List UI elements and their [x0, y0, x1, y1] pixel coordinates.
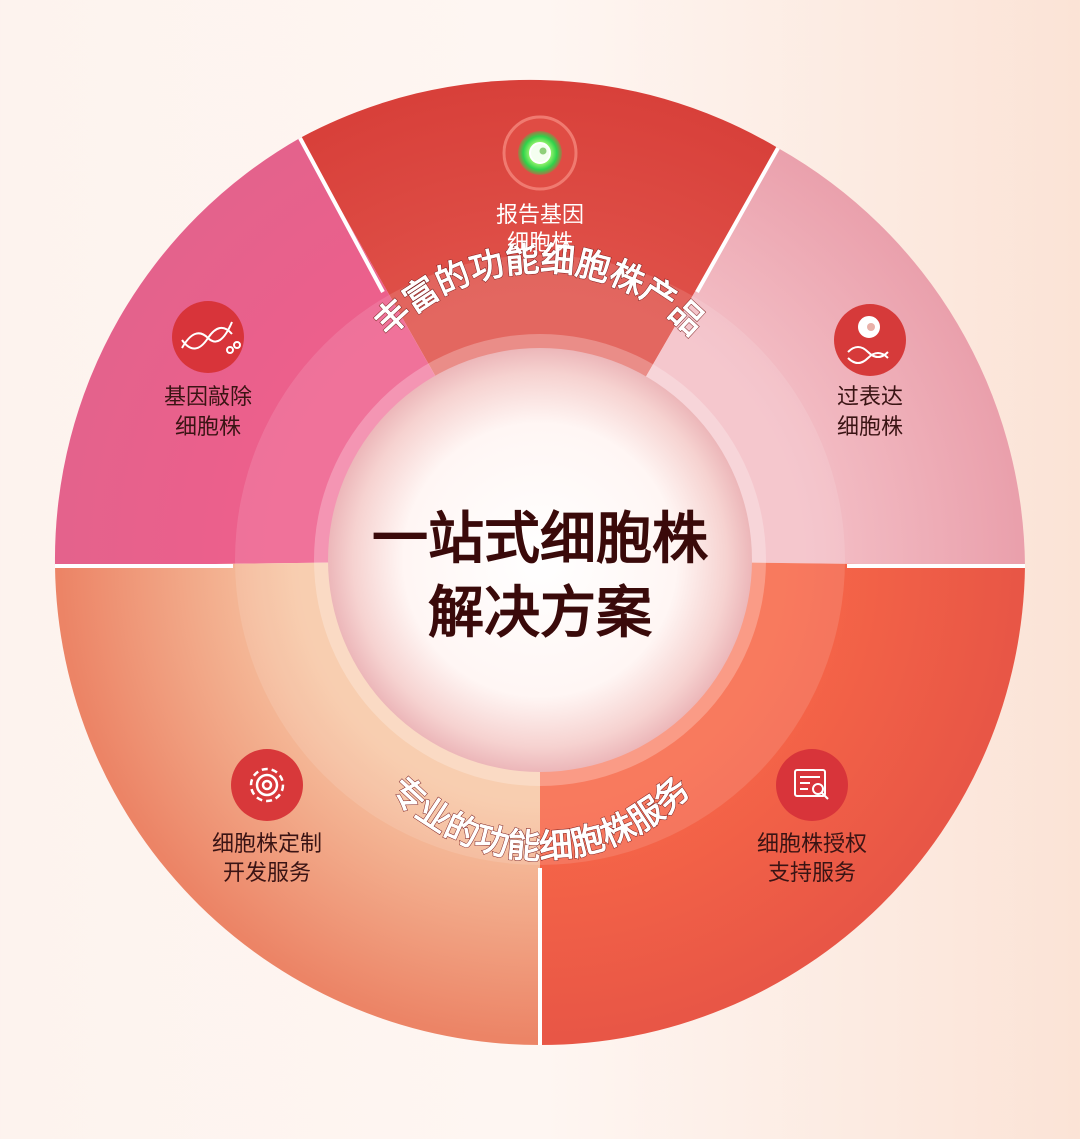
cell-dna-icon	[847, 316, 889, 364]
knockout-label-line2: 细胞株	[175, 415, 241, 440]
segment-dividers	[55, 137, 1025, 1045]
gear-icon	[249, 767, 285, 803]
document-search-icon	[794, 769, 829, 800]
center-title-line2: 解决方案	[428, 581, 653, 646]
item-custom[interactable]: 细胞株定制 开发服务	[212, 749, 322, 886]
custom-icon-badge	[231, 749, 303, 821]
custom-label-line1: 细胞株定制	[212, 832, 322, 857]
overexpression-icon-badge	[834, 304, 906, 376]
glowing-cell-icon	[518, 131, 562, 175]
license-icon-badge	[776, 749, 848, 821]
overexpression-label-line1: 过表达	[837, 385, 903, 410]
item-overexpression[interactable]: 过表达 细胞株	[834, 304, 906, 440]
item-license[interactable]: 细胞株授权 支持服务	[757, 749, 867, 886]
custom-label-line2: 开发服务	[223, 861, 311, 886]
center-title-line1: 一站式细胞株	[372, 507, 709, 572]
reporter-label-line2: 细胞株	[507, 231, 573, 256]
segment-reporter[interactable]	[300, 79, 778, 561]
license-label-line2: 支持服务	[768, 861, 856, 886]
item-knockout[interactable]: 基因敲除 细胞株	[164, 301, 252, 440]
dna-scissors-icon	[181, 321, 241, 354]
reporter-label-line1: 报告基因	[496, 203, 584, 228]
center-circle	[328, 348, 752, 772]
knockout-label-line1: 基因敲除	[164, 385, 252, 410]
license-label-line1: 细胞株授权	[757, 832, 867, 857]
item-reporter[interactable]: 报告基因 细胞株	[496, 115, 584, 256]
overexpression-label-line2: 细胞株	[837, 415, 903, 440]
